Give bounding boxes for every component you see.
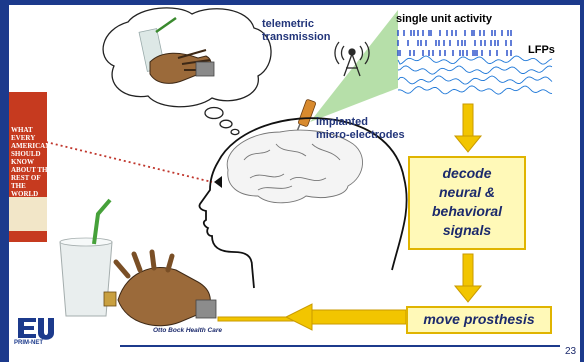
decode-line-4: signals xyxy=(442,222,492,238)
right-frame xyxy=(580,0,584,362)
decode-line-2: neural & xyxy=(438,184,495,200)
eu-logo-text: PRIM-NET xyxy=(14,340,43,346)
eu-logo xyxy=(18,318,54,340)
brain-icon xyxy=(226,129,363,204)
move-prosthesis-box: move prosthesis xyxy=(406,306,552,334)
single-unit-label: single unit activity xyxy=(396,13,492,25)
book-cover: WHAT EVERY AMERICAN SHOULD KNOW ABOUT TH… xyxy=(9,92,47,242)
decode-line-3: behavioral xyxy=(431,203,503,219)
implanted-line-2: micro-electrodes xyxy=(316,129,405,141)
arrow-to-hand xyxy=(217,303,407,331)
side-bar xyxy=(0,0,9,362)
prosthesis-hand xyxy=(103,249,217,327)
arrow-to-move xyxy=(453,253,483,303)
telemetric-line-1: telemetric xyxy=(262,18,314,30)
head-silhouette xyxy=(198,117,408,289)
photo-credit: Otto Bock Health Care xyxy=(153,327,222,334)
telemetric-line-2: transmission xyxy=(262,31,331,43)
decode-line-1: decode xyxy=(442,165,492,181)
telemetric-label: telemetric transmission xyxy=(262,18,330,44)
milk-glass xyxy=(59,198,113,317)
implant-device-icon xyxy=(295,99,316,135)
lfp-traces xyxy=(397,55,553,95)
book-cover-band xyxy=(9,197,47,231)
decode-box: decode neural & behavioral signals xyxy=(408,156,526,250)
top-frame xyxy=(0,0,584,5)
implanted-label: implanted micro-electrodes xyxy=(316,116,405,142)
telemetry-beam xyxy=(310,10,398,122)
lfps-label: LFPs xyxy=(528,44,555,56)
bubble-robot-hand xyxy=(149,49,215,84)
arrow-to-decode xyxy=(453,103,483,153)
page-number: 23 xyxy=(565,346,577,357)
spike-raster xyxy=(397,30,512,56)
book-title: WHAT EVERY AMERICAN SHOULD KNOW ABOUT TH… xyxy=(11,126,47,198)
antenna-icon xyxy=(334,41,370,77)
eye-icon xyxy=(214,176,222,188)
implanted-line-1: implanted xyxy=(316,116,368,128)
gaze-line xyxy=(45,141,213,183)
bottom-rule xyxy=(120,345,560,347)
